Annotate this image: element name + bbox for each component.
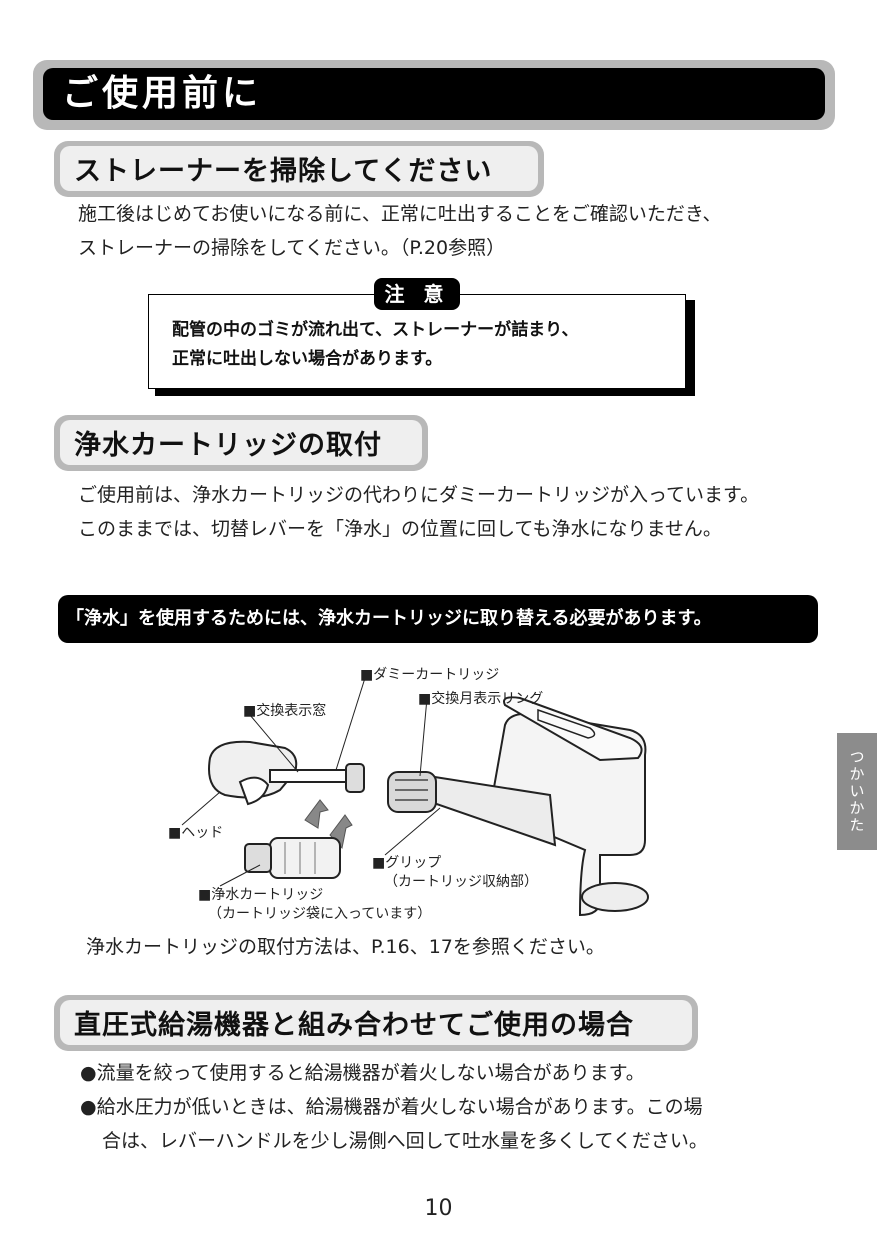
section-heading-strainer: ストレーナーを掃除してください	[60, 146, 538, 191]
page-title-bar	[43, 68, 825, 120]
label-grip-sub: （カートリッジ収納部）	[384, 874, 538, 890]
caution-line: 配管の中のゴミが流れ出て、ストレーナーが詰まり、	[172, 320, 579, 340]
label-head: ■ヘッド	[168, 825, 224, 841]
label-dummy-cartridge: ■ダミーカートリッジ	[360, 667, 500, 683]
body-line: ご使用前は、浄水カートリッジの代わりにダミーカートリッジが入っています。	[78, 484, 760, 506]
page-number: 10	[424, 1196, 453, 1221]
leader-line	[181, 791, 221, 826]
label-exchange-window: ■交換表示窓	[243, 703, 327, 719]
section-heading-water-heater: 直圧式給湯機器と組み合わせてご使用の場合	[60, 1000, 692, 1045]
bullet-item: ●給水圧力が低いときは、給湯機器が着火しない場合があります。この場	[80, 1096, 703, 1118]
head-switch	[238, 776, 270, 806]
cartridge-lines	[284, 842, 316, 874]
page-title: ご使用前に	[62, 73, 263, 114]
body-line: このままでは、切替レバーを「浄水」の位置に回しても浄水になりません。	[78, 518, 722, 540]
section-cartridge-body: ご使用前は、浄水カートリッジの代わりにダミーカートリッジが入っています。 このま…	[78, 478, 759, 546]
leader-line	[219, 864, 261, 887]
leader-line	[335, 677, 366, 771]
caution-badge: 注 意	[374, 278, 460, 310]
side-tab-usage[interactable]: つかいかた	[837, 733, 877, 850]
leader-line	[249, 714, 299, 773]
lever-slot	[537, 708, 596, 739]
body-line: 施工後はじめてお使いになる前に、正常に吐出することをご確認いただき、	[78, 203, 722, 225]
label-cartridge: ■浄水カートリッジ	[198, 887, 324, 903]
leader-line	[419, 697, 428, 777]
faucet-base	[581, 882, 649, 912]
leader-line	[384, 807, 441, 856]
ring-ridges	[395, 779, 428, 801]
section-heading-cartridge: 浄水カートリッジの取付	[60, 420, 422, 465]
label-cartridge-sub: （カートリッジ袋に入っています）	[208, 906, 432, 922]
dummy-cartridge-end	[345, 763, 365, 793]
section-strainer-body: 施工後はじめてお使いになる前に、正常に吐出することをご確認いただき、 ストレーナ…	[78, 197, 722, 265]
filter-cartridge-shape	[269, 837, 341, 879]
body-line: ストレーナーの掃除をしてください。（P.20参照）	[78, 237, 506, 259]
month-ring-shape	[387, 771, 437, 813]
arrow-up-icon	[304, 799, 329, 829]
caution-text: 配管の中のゴミが流れ出て、ストレーナーが詰まり、 正常に吐出しない場合があります…	[172, 316, 578, 374]
cartridge-note: 浄水カートリッジの取付方法は、P.16、17を参照ください。	[86, 936, 605, 958]
cartridge-banner: 「浄水」を使用するためには、浄水カートリッジに取り替える必要があります。	[58, 595, 818, 643]
faucet-illustration	[181, 677, 649, 917]
label-grip: ■グリップ	[372, 855, 442, 871]
caution-line: 正常に吐出しない場合があります。	[172, 349, 443, 369]
bullet-item: 合は、レバーハンドルを少し湯側へ回して吐水量を多くしてください。	[102, 1130, 708, 1152]
section-water-heater-body: ●流量を絞って使用すると給湯機器が着火しない場合があります。 ●給水圧力が低いと…	[80, 1056, 708, 1158]
cartridge-cap	[244, 843, 272, 873]
bullet-item: ●流量を絞って使用すると給湯機器が着火しない場合があります。	[80, 1062, 645, 1084]
label-month-ring: ■交換月表示リング	[418, 691, 544, 707]
